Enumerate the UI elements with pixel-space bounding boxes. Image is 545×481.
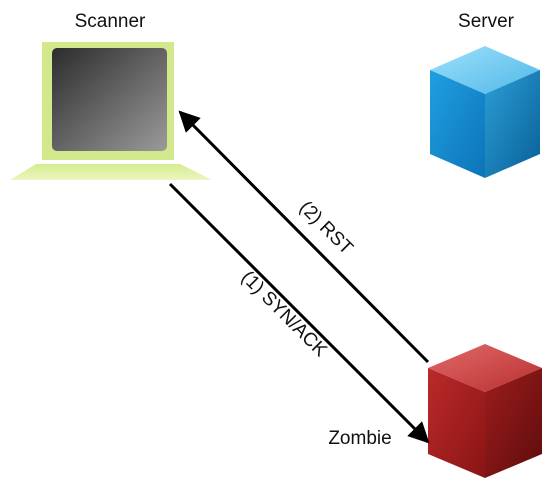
syn-ack-arrow [168,182,430,444]
rst-label: (2) RST [295,197,357,259]
edge-syn-ack: (1) SYN/ACK [168,182,430,444]
scanner-label: Scanner [75,11,146,32]
cube-icon [430,46,540,178]
server-label: Server [458,11,515,32]
syn-ack-label: (1) SYN/ACK [237,267,331,361]
rst-arrow [178,110,430,364]
server-node: Server [430,11,540,178]
scanner-node: Scanner [10,11,212,180]
cube-icon [428,344,542,478]
zombie-node: Zombie [328,344,542,478]
zombie-label: Zombie [328,428,391,449]
laptop-icon [10,42,212,180]
